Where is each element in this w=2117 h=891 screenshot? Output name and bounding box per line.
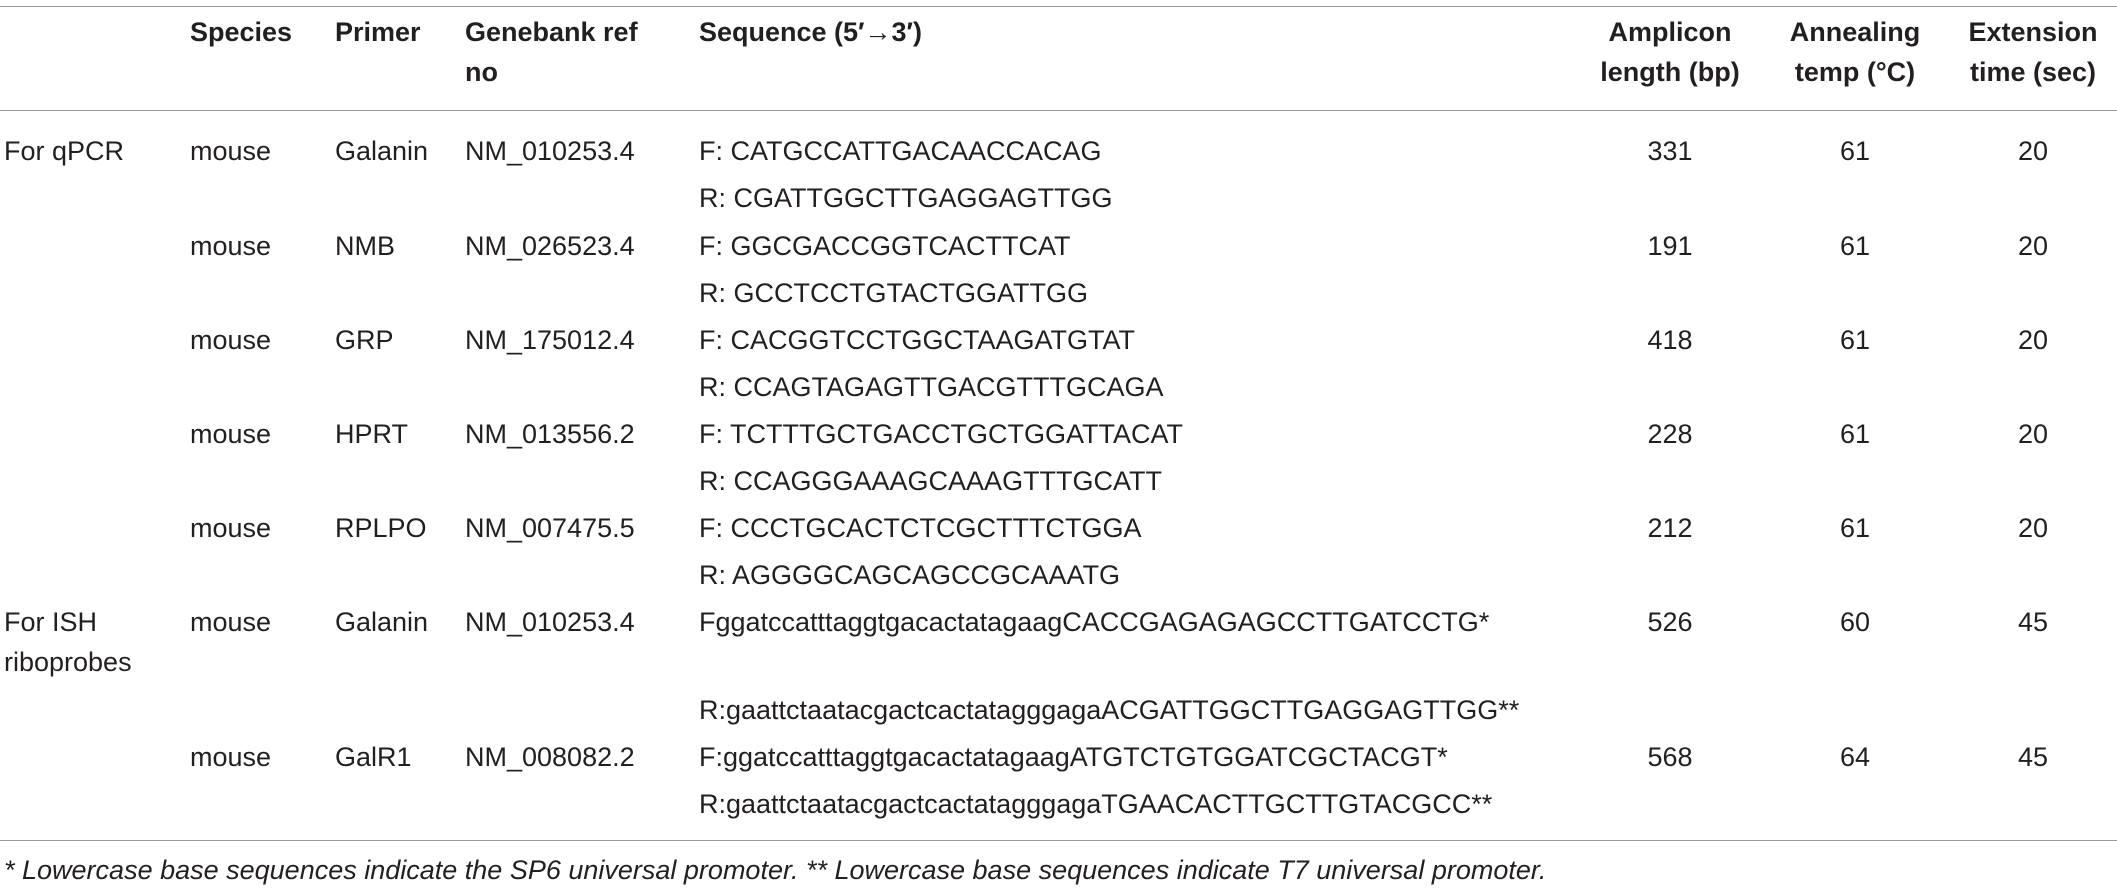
group-label-ish-line1: For ISH — [4, 607, 98, 637]
cell-primer: RPLPO — [335, 513, 427, 543]
header-extension-line2: time (sec) — [1969, 57, 2097, 87]
cell-reverse-sequence: R:gaattctaatacgactcactatagggagaTGAACACTT… — [699, 789, 1493, 819]
cell-amplicon: 228 — [1647, 419, 1693, 449]
cell-primer: GalR1 — [335, 742, 412, 772]
cell-annealing: 61 — [1839, 136, 1871, 166]
cell-forward-sequence: F: CCCTGCACTCTCGCTTTCTGGA — [699, 513, 1142, 543]
cell-extension: 20 — [2017, 231, 2049, 261]
cell-reverse-sequence: R: CGATTGGCTTGAGGAGTTGG — [699, 183, 1113, 213]
cell-species: mouse — [190, 231, 272, 261]
cell-extension: 20 — [2017, 513, 2049, 543]
header-primer: Primer — [335, 17, 421, 47]
table-top-rule — [0, 6, 2117, 7]
cell-amplicon: 568 — [1647, 742, 1693, 772]
cell-ref: NM_175012.4 — [465, 325, 635, 355]
cell-annealing: 60 — [1839, 607, 1871, 637]
cell-species: mouse — [190, 419, 272, 449]
cell-primer: Galanin — [335, 136, 429, 166]
cell-forward-sequence: F:ggatccatttaggtgacactatagaagATGTCTGTGGA… — [699, 742, 1448, 772]
header-genebank-line2: no — [465, 57, 498, 87]
cell-ref: NM_013556.2 — [465, 419, 635, 449]
cell-forward-sequence: F: CACGGTCCTGGCTAAGATGTAT — [699, 325, 1135, 355]
cell-extension: 45 — [2017, 607, 2049, 637]
group-label-qpcr: For qPCR — [4, 136, 125, 166]
cell-species: mouse — [190, 742, 272, 772]
cell-annealing: 61 — [1839, 513, 1871, 543]
cell-forward-sequence: F: CATGCCATTGACAACCACAG — [699, 136, 1102, 166]
header-species: Species — [190, 17, 293, 47]
cell-reverse-sequence: R: CCAGGGAAAGCAAAGTTTGCATT — [699, 466, 1163, 496]
table-bottom-rule — [0, 840, 2117, 841]
cell-primer: Galanin — [335, 607, 429, 637]
cell-species: mouse — [190, 325, 272, 355]
header-amplicon-line1: Amplicon — [1608, 17, 1732, 47]
cell-ref: NM_008082.2 — [465, 742, 635, 772]
cell-species: mouse — [190, 136, 272, 166]
cell-extension: 20 — [2017, 136, 2049, 166]
header-amplicon-line2: length (bp) — [1600, 57, 1740, 87]
cell-forward-sequence: FggatccatttaggtgacactatagaagCACCGAGAGAGC… — [699, 607, 1490, 637]
cell-ref: NM_026523.4 — [465, 231, 635, 261]
cell-extension: 45 — [2017, 742, 2049, 772]
cell-primer: NMB — [335, 231, 395, 261]
cell-extension: 20 — [2017, 325, 2049, 355]
cell-species: mouse — [190, 513, 272, 543]
header-genebank-line1: Genebank ref — [465, 17, 638, 47]
cell-ref: NM_007475.5 — [465, 513, 635, 543]
cell-ref: NM_010253.4 — [465, 607, 635, 637]
cell-ref: NM_010253.4 — [465, 136, 635, 166]
cell-reverse-sequence: R: CCAGTAGAGTTGACGTTTGCAGA — [699, 372, 1164, 402]
cell-reverse-sequence: R: GCCTCCTGTACTGGATTGG — [699, 278, 1088, 308]
cell-annealing: 61 — [1839, 325, 1871, 355]
header-annealing-line1: Annealing — [1789, 17, 1921, 47]
header-annealing-line2: temp (°C) — [1794, 57, 1916, 87]
cell-annealing: 61 — [1839, 419, 1871, 449]
header-extension-line1: Extension — [1968, 17, 2098, 47]
cell-extension: 20 — [2017, 419, 2049, 449]
cell-annealing: 61 — [1839, 231, 1871, 261]
cell-forward-sequence: F: TCTTTGCTGACCTGCTGGATTACAT — [699, 419, 1183, 449]
cell-amplicon: 212 — [1647, 513, 1693, 543]
cell-primer: GRP — [335, 325, 394, 355]
cell-species: mouse — [190, 607, 272, 637]
cell-amplicon: 418 — [1647, 325, 1693, 355]
cell-reverse-sequence: R: AGGGGCAGCAGCCGCAAATG — [699, 560, 1121, 590]
header-bottom-rule — [0, 110, 2117, 111]
cell-reverse-sequence: R:gaattctaatacgactcactatagggagaACGATTGGC… — [699, 695, 1520, 725]
cell-forward-sequence: F: GGCGACCGGTCACTTCAT — [699, 231, 1071, 261]
header-sequence: Sequence (5′→3′) — [699, 17, 923, 47]
table-footnote: * Lowercase base sequences indicate the … — [4, 855, 1547, 885]
cell-amplicon: 191 — [1647, 231, 1693, 261]
cell-amplicon: 331 — [1647, 136, 1693, 166]
cell-amplicon: 526 — [1647, 607, 1693, 637]
cell-primer: HPRT — [335, 419, 409, 449]
group-label-ish-line2: riboprobes — [4, 647, 132, 677]
cell-annealing: 64 — [1839, 742, 1871, 772]
